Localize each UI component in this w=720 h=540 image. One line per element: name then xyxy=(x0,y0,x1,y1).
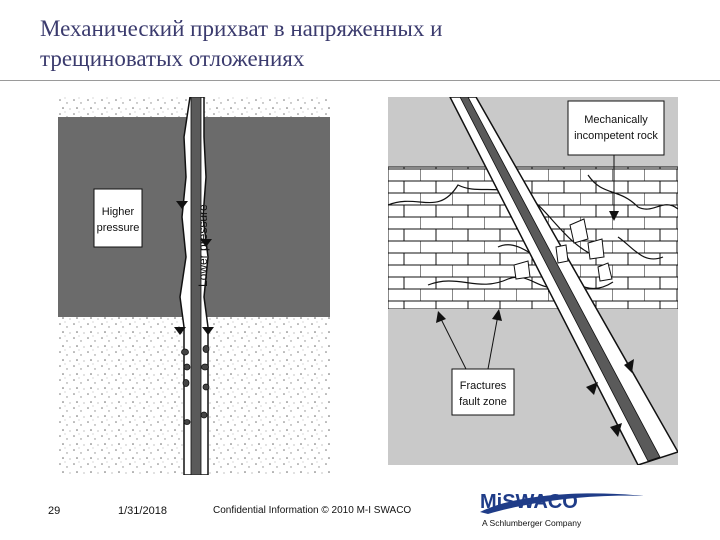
fractures-label-2: fault zone xyxy=(459,396,507,408)
pressure-arrow-2 xyxy=(200,239,212,247)
lower-pressure-label: Lower pressure xyxy=(196,204,210,287)
company-logo: MiSWACO A Schlumberger Company xyxy=(476,486,656,530)
drill-pipe xyxy=(190,97,202,475)
pressure-arrow-1 xyxy=(176,201,188,209)
slide-date: 1/31/2018 xyxy=(118,505,167,517)
fracture-pointers xyxy=(439,314,499,370)
fractures-label-box xyxy=(451,368,515,416)
fractures-label-1: Fractures xyxy=(460,380,507,392)
incompetent-rock-label-1: Mechanically xyxy=(584,114,648,126)
incompetent-rock-label-2: incompetent rock xyxy=(574,130,658,142)
fractured-zone-diagram: Mechanically incompetent rock Fractures … xyxy=(388,97,678,465)
confidential-notice: Confidential Information © 2010 M-I SWAC… xyxy=(213,505,412,516)
fracture-lines xyxy=(388,174,678,290)
title-line-2: трещиноватых отложениях xyxy=(40,46,305,71)
slide-title: Механический прихват в напряженных и тре… xyxy=(40,14,680,74)
pressure-arrow-4 xyxy=(202,327,214,335)
higher-pressure-label-2: pressure xyxy=(97,222,140,234)
caving-wedges xyxy=(586,359,634,437)
higher-pressure-label-1: Higher xyxy=(102,206,135,218)
higher-pressure-label-box xyxy=(93,188,143,248)
title-line-1: Механический прихват в напряженных и xyxy=(40,16,443,41)
cavings-fragments xyxy=(181,345,210,425)
rock-fragments xyxy=(513,218,613,282)
slide-number: 29 xyxy=(48,505,61,517)
title-divider xyxy=(0,80,720,81)
logo-swoosh xyxy=(480,493,644,514)
logo-tagline: A Schlumberger Company xyxy=(482,518,582,528)
inclined-drill-pipe xyxy=(459,97,661,462)
logo-text: MiSWACO xyxy=(480,491,578,513)
incompetent-rock-label-box xyxy=(567,100,665,156)
wellbore-pressure-diagram: Higher pressure Lower pressure xyxy=(58,97,330,475)
pressure-arrow-3 xyxy=(174,327,186,335)
